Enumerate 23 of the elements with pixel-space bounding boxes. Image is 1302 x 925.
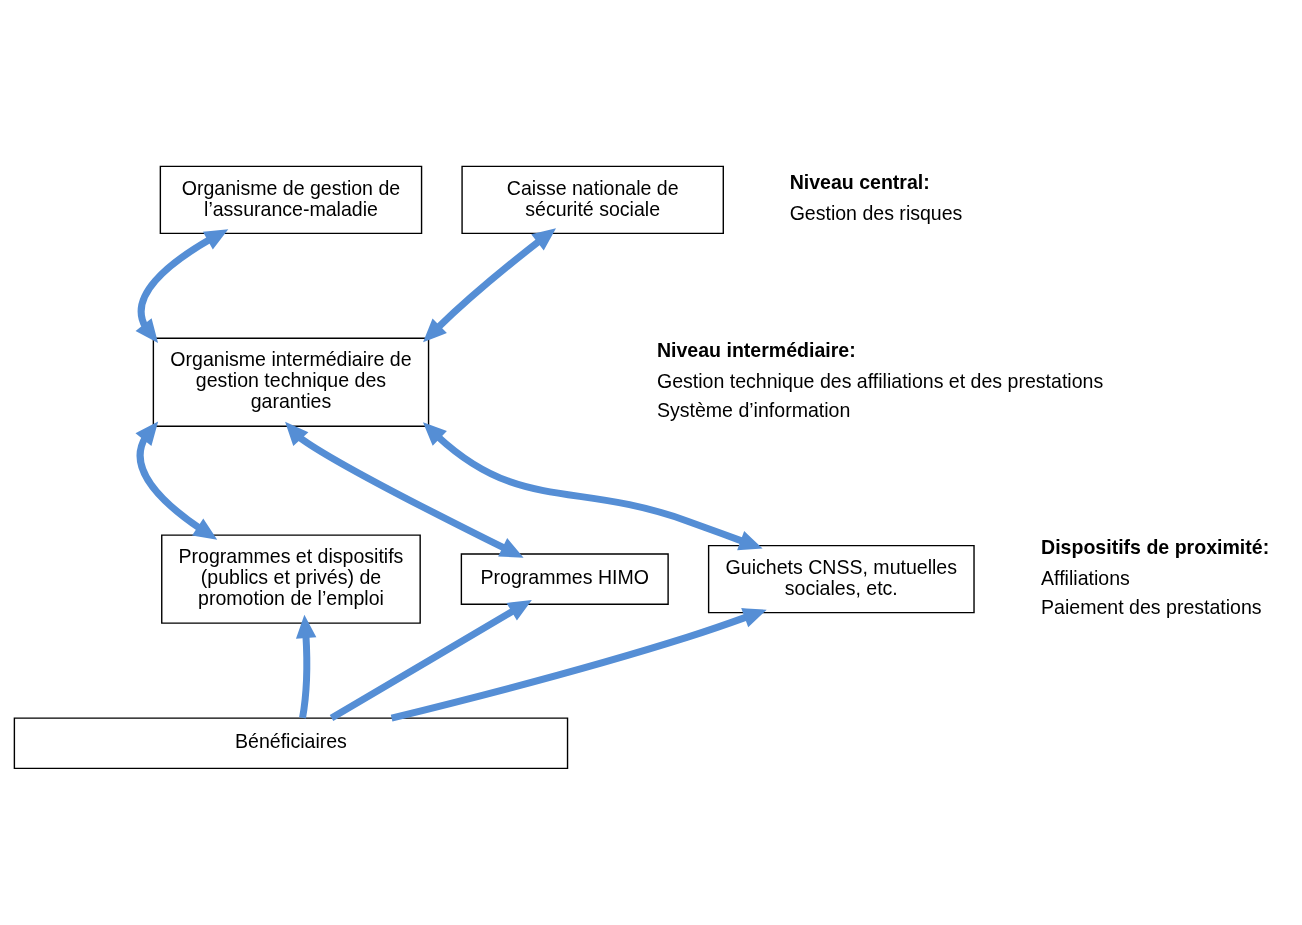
arrow <box>423 228 556 343</box>
arrow <box>390 608 767 722</box>
label: Niveau central: <box>789 170 930 193</box>
node-box: Organisme de gestion de l’assurance-maladie <box>159 165 423 235</box>
arrow <box>295 614 317 719</box>
node-box: Programmes et dispositifs (publics et privés) de promotion de l’emploi <box>161 534 421 624</box>
label: Système d’information <box>656 399 851 422</box>
node-box: Programmes HIMO <box>460 553 669 605</box>
label: Niveau intermédiaire: <box>656 339 856 362</box>
arrow <box>135 229 229 343</box>
arrow <box>285 421 524 558</box>
label: Gestion des risques <box>789 201 963 224</box>
arrow <box>329 599 532 721</box>
arrow <box>423 422 763 551</box>
node-box: Organisme intermédiaire de gestion technique des garanties <box>152 337 430 427</box>
node-box: Caisse nationale de sécurité sociale <box>461 165 724 235</box>
label: Dispositifs de proximité: <box>1041 536 1270 559</box>
label: Paiement des prestations <box>1041 596 1262 619</box>
node-box: Guichets CNSS, mutuelles sociales, etc. <box>707 544 975 614</box>
node-box: Bénéficiaires <box>13 717 569 770</box>
label: Affiliations <box>1041 567 1130 589</box>
label: Gestion technique des affiliations et des prestations <box>656 370 1104 393</box>
arrow <box>135 421 218 540</box>
